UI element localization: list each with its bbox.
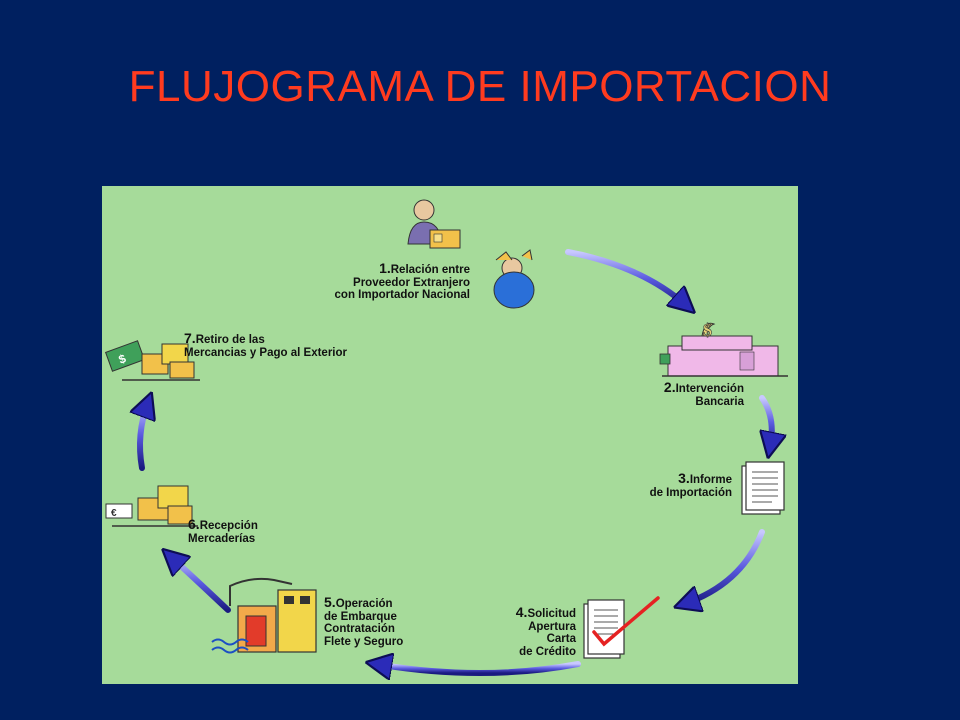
step-5-number: 5. (324, 594, 336, 610)
svg-text:€: € (111, 508, 117, 519)
step-4-number: 4. (516, 604, 528, 620)
step-1-text: Relación entre Proveedor Extranjero con … (335, 264, 470, 301)
step-2-text: Intervención Bancaria (676, 383, 744, 408)
step-1-label: 1.Relación entre Proveedor Extranjero co… (262, 262, 470, 302)
step-5-label: 5.Operación de Embarque Contratación Fle… (324, 596, 454, 648)
step-3-number: 3. (678, 470, 690, 486)
svg-text:$: $ (703, 320, 712, 340)
step-3-text: Informe de Importación (650, 474, 732, 499)
step-5-text: Operación de Embarque Contratación Flete… (324, 598, 403, 648)
arrow-4-to-5 (376, 664, 578, 673)
bank-building-icon: $ (660, 320, 788, 376)
step-4-label: 4.Solicitud Apertura Carta de Crédito (486, 606, 576, 658)
arrow-2-to-3 (762, 398, 772, 448)
step-7-number: 7. (184, 330, 196, 346)
cycle-arrows (140, 252, 772, 673)
arrow-3-to-4 (684, 532, 762, 604)
arrow-5-to-6 (170, 556, 228, 610)
arrow-1-to-2 (568, 252, 687, 306)
ship-cargo-icon (212, 579, 316, 653)
step-6-number: 6. (188, 516, 200, 532)
boxes-icon: € (106, 486, 198, 526)
step-7-text: Retiro de las Mercancias y Pago al Exter… (184, 334, 347, 359)
flowchart-panel: $ (102, 186, 798, 684)
step-2-number: 2. (664, 379, 676, 395)
step-6-label: 6.Recepción Mercaderías (188, 518, 318, 545)
step-2-label: 2.Intervención Bancaria (622, 381, 744, 408)
arrow-6-to-7 (140, 402, 148, 468)
checked-document-icon (584, 598, 658, 658)
document-icon (742, 462, 784, 514)
slide-title: FLUJOGRAMA DE IMPORTACION (0, 62, 960, 112)
step-4-text: Solicitud Apertura Carta de Crédito (519, 608, 576, 658)
step-3-label: 3.Informe de Importación (602, 472, 732, 499)
step-1-number: 1. (379, 260, 391, 276)
step-7-label: 7.Retiro de las Mercancias y Pago al Ext… (184, 332, 424, 359)
